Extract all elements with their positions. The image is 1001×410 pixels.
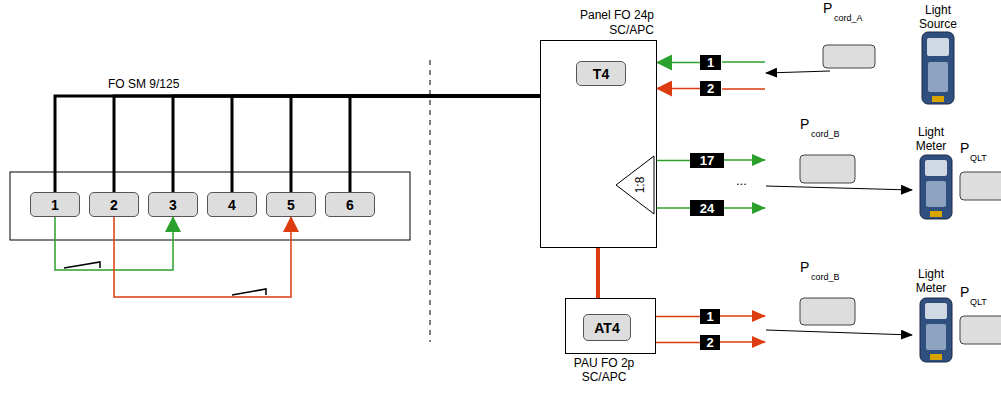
port-number: 24 [690, 200, 724, 216]
node-text: 1 [51, 197, 59, 213]
fiber-connector [173, 96, 540, 192]
text-label: ... [736, 174, 747, 189]
fiber-port: 4 [207, 192, 257, 217]
fiber-connector [657, 62, 700, 64]
fiber-connector [657, 88, 700, 90]
text-label: P [800, 259, 809, 275]
text-label: P [800, 116, 809, 132]
text-label: Light Meter [910, 268, 952, 296]
text-label: cord_B [811, 129, 840, 139]
light-meter-icon [920, 298, 952, 362]
node-text: 2 [110, 197, 118, 213]
fiber-connector [655, 207, 690, 209]
node-text: PAU FO 2p SC/APC [558, 356, 650, 385]
node-text: 1 [706, 310, 713, 323]
light-meter-icon [920, 155, 952, 219]
light-source-icon [922, 32, 954, 104]
node-text: 6 [346, 197, 354, 213]
pau-box: PAU FO 2p SC/APCAT4 [565, 298, 656, 354]
text-label: P [960, 284, 969, 300]
fiber-port: 3 [148, 192, 198, 217]
fiber-connector [596, 248, 600, 298]
port-number: 1 [700, 309, 720, 324]
node-text: 3 [169, 197, 177, 213]
node-text: 17 [700, 154, 714, 167]
module-box: T4 [576, 61, 626, 86]
fiber-connector [114, 217, 291, 297]
fiber-port: 1 [30, 192, 80, 217]
text-label: QLT [970, 297, 987, 307]
text-label: FO SM 9/125 [108, 78, 179, 92]
splitter-triangle: 1:8 [615, 155, 655, 215]
fiber-port: 6 [325, 192, 375, 217]
fiber-port: 2 [89, 192, 139, 217]
text-label: P [823, 0, 832, 16]
fiber-connector [656, 316, 700, 318]
node-text: 5 [287, 197, 295, 213]
fiber-connector [291, 96, 540, 192]
node-text: Panel FO 24p SC/APC [554, 8, 654, 37]
port-number: 17 [690, 153, 724, 168]
fiber-port: 5 [266, 192, 316, 217]
port-number: 1 [700, 55, 721, 70]
fiber-connector [232, 96, 540, 192]
text-label: cord_A [834, 13, 863, 23]
node-text: 24 [700, 202, 714, 215]
text-label: cord_B [811, 272, 840, 282]
node-text: 1:8 [633, 177, 647, 194]
text-label: P [960, 140, 969, 156]
port-number: 2 [700, 335, 720, 350]
text-label: QLT [970, 153, 987, 163]
patch-panel: Panel FO 24p SC/APCT41:8 [540, 40, 657, 248]
node-text: T4 [593, 66, 609, 82]
text-label: Light Meter [910, 126, 952, 154]
fiber-connector [656, 342, 700, 344]
fiber-connector [114, 96, 540, 192]
port-number: 2 [700, 81, 721, 96]
fiber-connector [55, 96, 540, 192]
fiber-connector [350, 96, 540, 192]
node-text: 4 [228, 197, 236, 213]
node-text: 2 [706, 336, 713, 349]
node-text: 2 [707, 82, 714, 95]
node-text: AT4 [594, 320, 619, 336]
text-label: Light Source [912, 4, 964, 32]
node-text: 1 [707, 56, 714, 69]
module-box: AT4 [583, 314, 631, 341]
fiber-connector [655, 160, 690, 162]
